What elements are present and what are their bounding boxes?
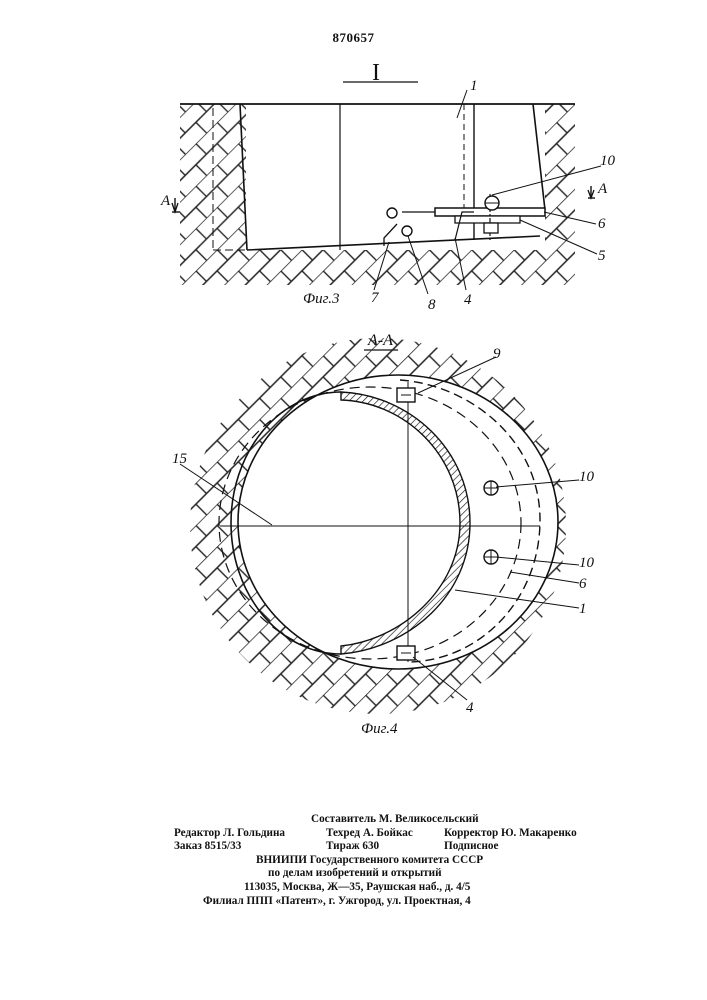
fig3-callout-6: 6 xyxy=(598,216,606,232)
fig3-caption: Фиг.3 xyxy=(303,291,339,307)
footer-org-line1: ВНИИПИ Государственного комитета СССР xyxy=(256,853,483,867)
fig4-callout-10-lower: 10 xyxy=(579,555,595,571)
fig3-section-marker-left: A xyxy=(160,193,171,209)
fig3-nut xyxy=(484,223,498,233)
fig4-callout-1: 1 xyxy=(579,601,587,617)
fig4-callout-9: 9 xyxy=(493,346,501,362)
fig4-bore-outline xyxy=(238,375,558,669)
fig3-pin-7 xyxy=(387,208,397,218)
fig3-callout-5: 5 xyxy=(598,248,606,264)
fig4-callout-15: 15 xyxy=(172,451,188,467)
fig4-callout-6: 6 xyxy=(579,576,587,592)
fig3-callout-4: 4 xyxy=(464,292,472,308)
footer-order: Заказ 8515/33 xyxy=(174,839,241,853)
fig3-drawing xyxy=(172,82,601,294)
footer-compiler: Составитель М. Великосельский xyxy=(311,812,479,826)
footer-corrector: Корректор Ю. Макаренко xyxy=(444,826,577,840)
footer-address: 113035, Москва, Ж—35, Раушская наб., д. … xyxy=(244,880,470,894)
footer-subscription: Подписное xyxy=(444,839,499,853)
fig3-section-marker-right: A xyxy=(597,181,608,197)
fig3-plate-5 xyxy=(455,216,520,223)
fig3-view-label: I xyxy=(372,60,380,86)
fig4-callout-4: 4 xyxy=(466,700,474,716)
footer-circulation: Тираж 630 xyxy=(326,839,379,853)
fig3-callout-8: 8 xyxy=(428,297,436,313)
footer-org-line2: по делам изобретений и открытий xyxy=(268,866,442,880)
fig4-drawing xyxy=(180,338,579,714)
fig3-pin-8 xyxy=(402,226,412,236)
footer-techred: Техред А. Бойкас xyxy=(326,826,413,840)
fig3-cavity xyxy=(246,108,545,250)
fig4-callout-10-upper: 10 xyxy=(579,469,595,485)
fig3-callout-7: 7 xyxy=(371,290,380,306)
fig3-callout-10: 10 xyxy=(600,153,616,169)
footer-editor: Редактор Л. Гольдина xyxy=(174,826,285,840)
footer-branch: Филиал ППП «Патент», г. Ужгород, ул. Про… xyxy=(203,894,471,908)
fig3-callout-1: 1 xyxy=(470,78,478,94)
fig4-caption: Фиг.4 xyxy=(361,721,398,737)
